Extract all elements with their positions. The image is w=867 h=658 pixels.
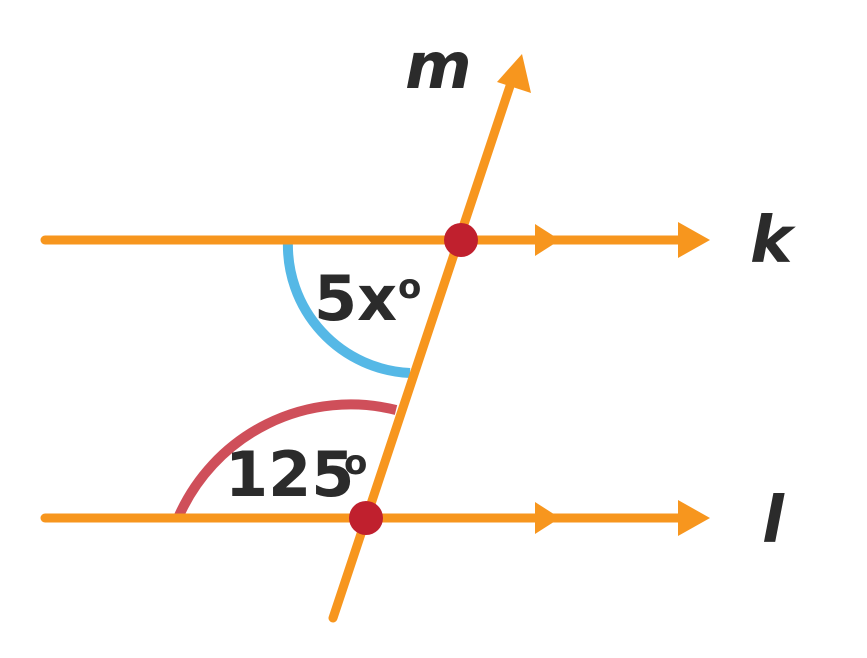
line-l-parallel-marker (535, 502, 560, 534)
angle-arc-5x (282, 239, 411, 378)
line-k-label: k (750, 204, 796, 278)
angle-top-degree-symbol: o (398, 267, 421, 307)
line-k-parallel-marker (535, 224, 560, 256)
angle-bottom-value: 125 (225, 438, 354, 511)
intersection-point-k-m (444, 223, 478, 257)
line-m (328, 75, 517, 623)
line-m-arrowhead (497, 54, 531, 93)
intersection-point-l-m (349, 501, 383, 535)
angle-top-value: 5x (314, 262, 397, 335)
line-m-label: m (405, 30, 472, 104)
line-l-arrowhead (678, 500, 710, 536)
angle-arc-125 (173, 399, 398, 520)
angle-bottom-degree-symbol: o (344, 443, 367, 483)
line-k-arrowhead (678, 222, 710, 258)
line-l-label: l (762, 484, 785, 558)
